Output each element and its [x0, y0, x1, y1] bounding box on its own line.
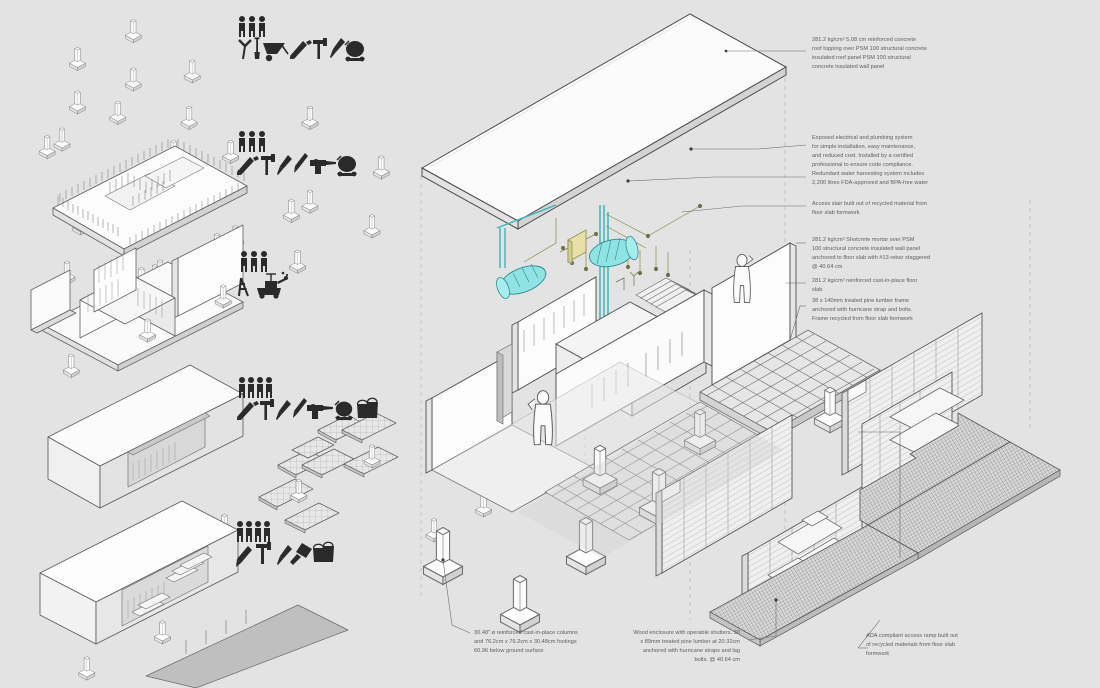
chisel-icon — [294, 153, 308, 173]
stage-2-icon-group — [237, 131, 357, 177]
electrical-panel — [567, 229, 587, 265]
cement-mixer-icon — [344, 40, 365, 62]
screwdriver-icon — [277, 545, 292, 565]
chisel-icon — [293, 398, 307, 418]
stage-5-icon-group — [236, 521, 334, 567]
stage-5-finished-diagram — [39, 444, 548, 688]
leader-lines — [441, 49, 901, 649]
ladder-icon — [238, 277, 249, 297]
worker-icon-group — [239, 131, 265, 152]
screwdriver-icon — [277, 155, 292, 175]
mep-system — [496, 203, 703, 330]
paint-buckets-icon — [312, 541, 334, 562]
stage-3-walls-diagram — [30, 155, 390, 372]
water-tank-right — [589, 235, 639, 268]
worker-icon-group — [239, 16, 265, 37]
cement-mixer-icon — [336, 155, 357, 177]
roof-panel — [420, 13, 788, 230]
shovel-icon — [254, 37, 260, 59]
ada-ramp-note: ADA compliant access ramp built out of r… — [866, 633, 958, 658]
wheelbarrow-icon — [263, 43, 289, 62]
formwork-panels — [258, 412, 399, 534]
hammer-icon — [261, 154, 275, 175]
columns-footings-note: 30.48" ø reinforced cast-in-place column… — [474, 630, 578, 655]
drill-icon — [307, 404, 333, 419]
drill-icon — [310, 159, 336, 174]
shotcrete-wall-note: 281.2 kg/cm² Shotcrete mortar over PSM 1… — [812, 237, 931, 271]
stage-1-icon-group — [238, 16, 365, 62]
handsaw-icon — [237, 156, 259, 175]
conduit-nodes — [561, 203, 703, 278]
paint-buckets-icon — [356, 397, 378, 418]
worker-icon-group — [237, 521, 270, 542]
handsaw-icon — [237, 401, 259, 420]
stage-4-roof-diagram — [47, 214, 399, 534]
plumbing-fixtures — [615, 271, 639, 290]
hammer-icon — [256, 542, 271, 564]
chisel-icon — [236, 546, 252, 567]
stage-4-icon-group — [237, 377, 378, 421]
hammer-icon — [260, 399, 274, 420]
shotcrete-sprayer-icon — [257, 271, 289, 299]
screwdriver-icon — [276, 400, 291, 420]
stage-2-floor-slab-diagram — [38, 105, 319, 292]
water-tank-left — [496, 263, 547, 299]
ada-ramp — [709, 412, 1061, 647]
pickaxe-icon — [238, 39, 252, 60]
human-scale-figures — [527, 253, 754, 446]
slab-shadow — [518, 404, 784, 558]
worker-icon-group — [239, 377, 272, 398]
access-stair-note: Access stair built out of recycled mater… — [812, 201, 928, 217]
mallet-icon — [290, 543, 312, 565]
electrical-conduit — [523, 205, 701, 274]
wood-enclosure-note: Wood enclosure with operable shutters. 3… — [633, 630, 740, 664]
worker-icon-group — [241, 251, 267, 272]
lumber-frame-note: 38 x 140mm treated pine lumber frame anc… — [812, 298, 913, 323]
roof-topping-note: 281.2 kg/cm² 5.08 cm reinforced concrete… — [812, 37, 928, 71]
cement-mixer-icon — [334, 400, 353, 421]
stage-3-icon-group — [238, 251, 289, 299]
screwdriver-icon — [330, 38, 345, 58]
hammer-icon — [313, 38, 327, 59]
rebar-field — [57, 139, 245, 246]
handsaw-icon — [290, 40, 312, 59]
water-harvesting-note: Redundant water harvesting system includ… — [812, 171, 929, 187]
exposed-mep-note: Exposed electrical and plumbing system f… — [812, 135, 916, 169]
floor-slab-note: 281.2 kg/cm² reinforced cast-in-place fl… — [812, 278, 918, 294]
